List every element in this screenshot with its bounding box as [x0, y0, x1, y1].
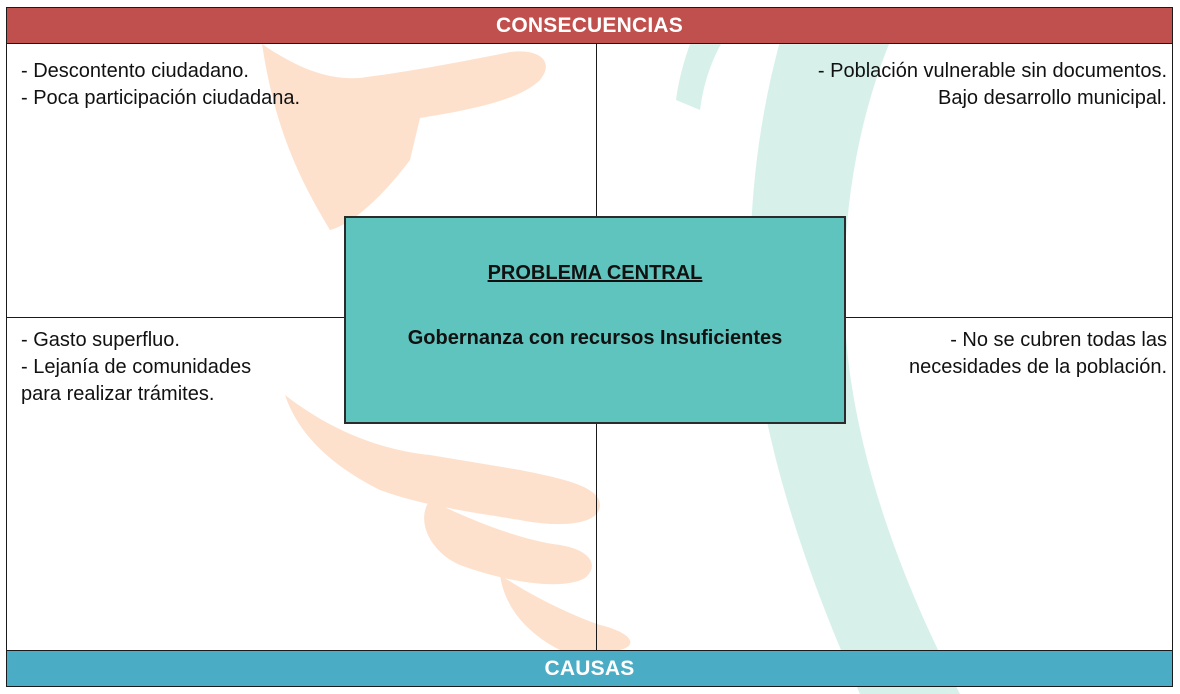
consequences-label: CONSECUENCIAS [496, 13, 683, 37]
causes-right-text: - No se cubren todas las necesidades de … [909, 327, 1167, 381]
consequences-right-text: - Población vulnerable sin documentos. B… [818, 58, 1167, 112]
watermark-orange-bottom [500, 575, 631, 650]
text-line: - Lejanía de comunidades [21, 356, 252, 378]
causes-left-text: - Gasto superfluo. - Lejanía de comunida… [21, 327, 251, 408]
watermark-orange-lower [424, 500, 592, 585]
text-line: - Gasto superfluo. [21, 329, 180, 351]
watermark-orange-middle [285, 395, 600, 525]
text-line: Bajo desarrollo municipal. [937, 87, 1167, 109]
watermark-orange-upper [262, 44, 546, 230]
text-line: - No se cubren todas las [950, 329, 1167, 351]
watermark-green-crescent [750, 8, 960, 694]
consequences-header: CONSECUENCIAS [6, 7, 1173, 44]
text-line: - Descontento ciudadano. [21, 60, 249, 82]
vertical-divider-bottom [596, 424, 597, 651]
central-problem-box: PROBLEMA CENTRAL Gobernanza con recursos… [344, 216, 846, 424]
consequences-left-text: - Descontento ciudadano. - Poca particip… [21, 58, 300, 112]
causes-footer: CAUSAS [6, 650, 1173, 687]
central-problem-title: PROBLEMA CENTRAL [487, 262, 703, 284]
watermark-green-leaf [676, 8, 745, 110]
central-problem-statement: Gobernanza con recursos Insuficientes [407, 327, 783, 349]
causes-label: CAUSAS [544, 656, 635, 680]
text-line: - Poca participación ciudadana. [21, 87, 301, 109]
vertical-divider-top [596, 43, 597, 216]
horizontal-divider-left [6, 317, 344, 318]
horizontal-divider-right [846, 317, 1173, 318]
text-line: - Población vulnerable sin documentos. [817, 60, 1167, 82]
quadrant-grid-frame [6, 43, 1173, 651]
text-line: necesidades de la población. [909, 356, 1167, 378]
text-line: para realizar trámites. [21, 383, 215, 405]
